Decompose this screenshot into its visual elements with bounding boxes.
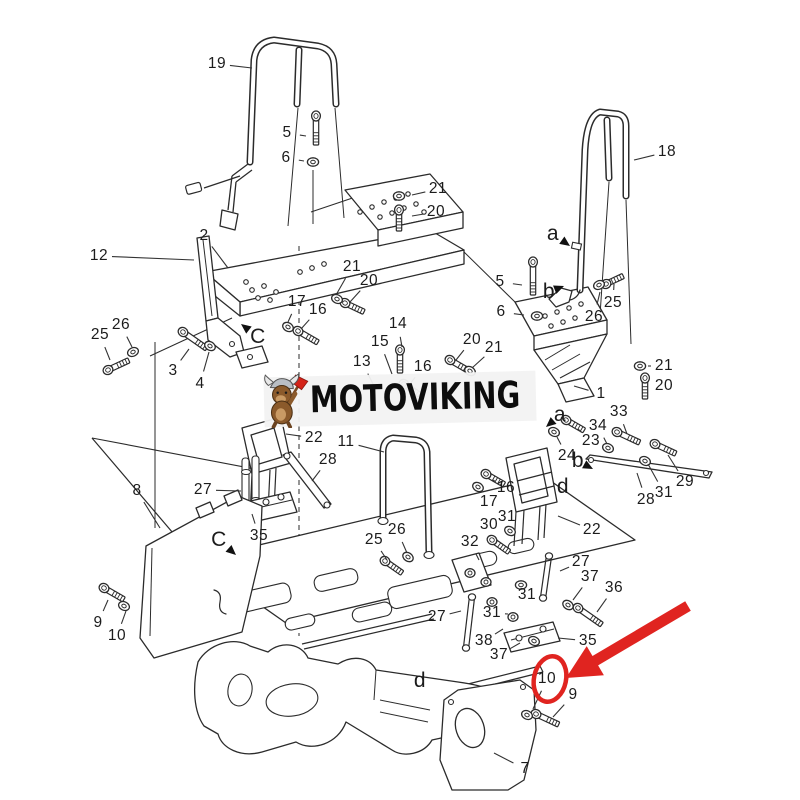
- highlight-arrow: [566, 601, 691, 678]
- highlight-circle: [531, 654, 569, 704]
- viking-mascot-icon: [264, 373, 309, 428]
